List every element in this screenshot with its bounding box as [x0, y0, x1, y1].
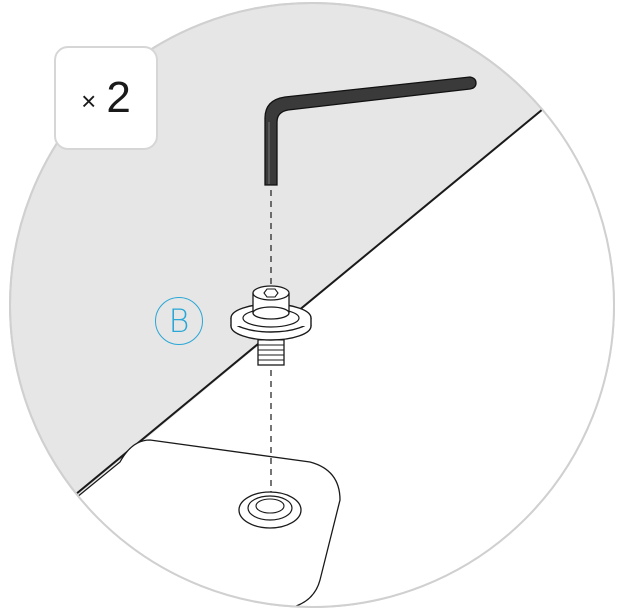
- quantity-count: 2: [106, 73, 131, 122]
- quantity-badge: × 2: [54, 46, 158, 150]
- times-symbol: ×: [81, 85, 97, 116]
- threaded-insert-icon: [238, 491, 302, 529]
- hex-key-icon: [264, 76, 477, 186]
- bolt-with-washer-icon: [230, 285, 312, 366]
- part-label-badge: B: [155, 297, 203, 345]
- part-letter: B: [168, 302, 190, 340]
- circle-border: [9, 2, 615, 608]
